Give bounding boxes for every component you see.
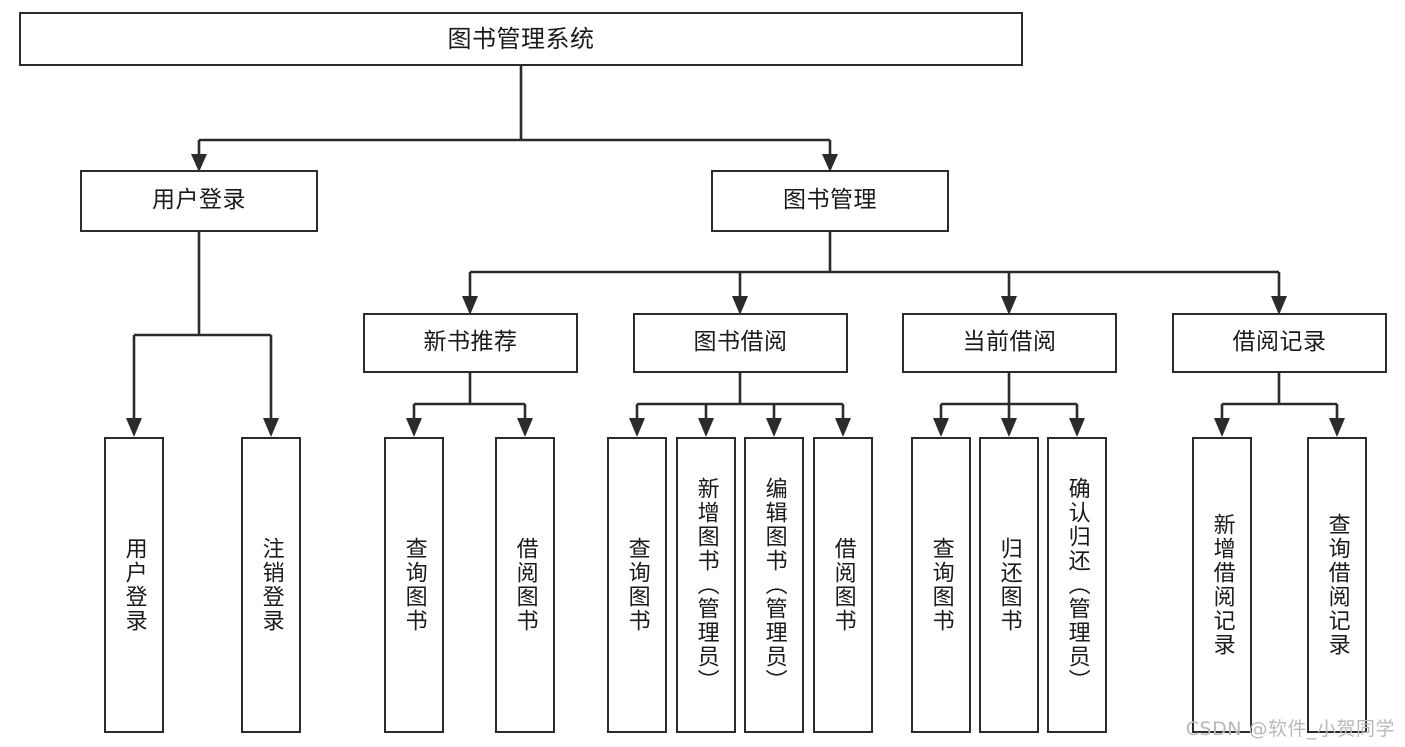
leaf-label: 查询图书 — [624, 537, 650, 633]
leaf-label: 查询图书 — [401, 537, 427, 633]
node-user-login[interactable]: 用户登录 — [80, 170, 318, 232]
leaf-borrow-record-query-record[interactable]: 查询借阅记录 — [1307, 437, 1367, 733]
leaf-label: 查询借阅记录 — [1324, 513, 1350, 657]
node-book-management[interactable]: 图书管理 — [711, 170, 949, 232]
leaf-new-book-query-book[interactable]: 查询图书 — [384, 437, 444, 733]
leaf-label: 注销登录 — [258, 537, 284, 633]
leaf-book-borrow-borrow-book[interactable]: 借阅图书 — [813, 437, 873, 733]
node-current-borrow[interactable]: 当前借阅 — [902, 313, 1117, 373]
arrow-book-borrow-leaf-3 — [766, 418, 782, 437]
node-root-library-system[interactable]: 图书管理系统 — [19, 12, 1023, 66]
arrow-book-borrow-leaf-1 — [629, 418, 645, 437]
leaf-label: 确认归还（管理员） — [1064, 477, 1090, 693]
leaf-current-borrow-confirm-return[interactable]: 确认归还（管理员） — [1047, 437, 1107, 733]
node-book-borrow[interactable]: 图书借阅 — [633, 313, 848, 373]
leaf-label: 借阅图书 — [512, 537, 538, 633]
arrow-borrow-record-leaf-2 — [1329, 418, 1345, 437]
arrow-new-book-leaf-2 — [517, 418, 533, 437]
leaf-label: 用户登录 — [121, 537, 147, 633]
watermark-text: CSDN @软件_小贺同学 — [1185, 718, 1395, 740]
leaf-borrow-record-add-record[interactable]: 新增借阅记录 — [1192, 437, 1252, 733]
arrow-book-borrow-leaf-2 — [698, 418, 714, 437]
node-borrow-record[interactable]: 借阅记录 — [1172, 313, 1387, 373]
node-new-book-recommend[interactable]: 新书推荐 — [363, 313, 578, 373]
arrow-borrow-record-leaf-1 — [1214, 418, 1230, 437]
arrow-new-book-leaf-1 — [406, 418, 422, 437]
leaf-current-borrow-query-book[interactable]: 查询图书 — [911, 437, 971, 733]
arrow-book-borrow-leaf-4 — [835, 418, 851, 437]
leaf-book-borrow-query-book[interactable]: 查询图书 — [607, 437, 667, 733]
arrow-current-borrow-leaf-2 — [1001, 418, 1017, 437]
leaf-label: 编辑图书（管理员） — [761, 477, 787, 693]
leaf-book-borrow-add-book[interactable]: 新增图书（管理员） — [676, 437, 736, 733]
arrow-current-borrow-leaf-3 — [1069, 418, 1085, 437]
leaf-label: 查询图书 — [928, 537, 954, 633]
arrow-current-borrow-leaf-1 — [933, 418, 949, 437]
leaf-book-borrow-edit-book[interactable]: 编辑图书（管理员） — [744, 437, 804, 733]
leaf-current-borrow-return-book[interactable]: 归还图书 — [979, 437, 1039, 733]
leaf-user-login-logout[interactable]: 注销登录 — [241, 437, 301, 733]
leaf-label: 归还图书 — [996, 537, 1022, 633]
arrow-user-login-leaf-2 — [263, 418, 279, 437]
leaf-label: 新增借阅记录 — [1209, 513, 1235, 657]
arrow-user-login-leaf-1 — [126, 418, 142, 437]
leaf-user-login-login[interactable]: 用户登录 — [104, 437, 164, 733]
leaf-label: 新增图书（管理员） — [693, 477, 719, 693]
leaf-label: 借阅图书 — [830, 537, 856, 633]
leaf-new-book-borrow-book[interactable]: 借阅图书 — [495, 437, 555, 733]
